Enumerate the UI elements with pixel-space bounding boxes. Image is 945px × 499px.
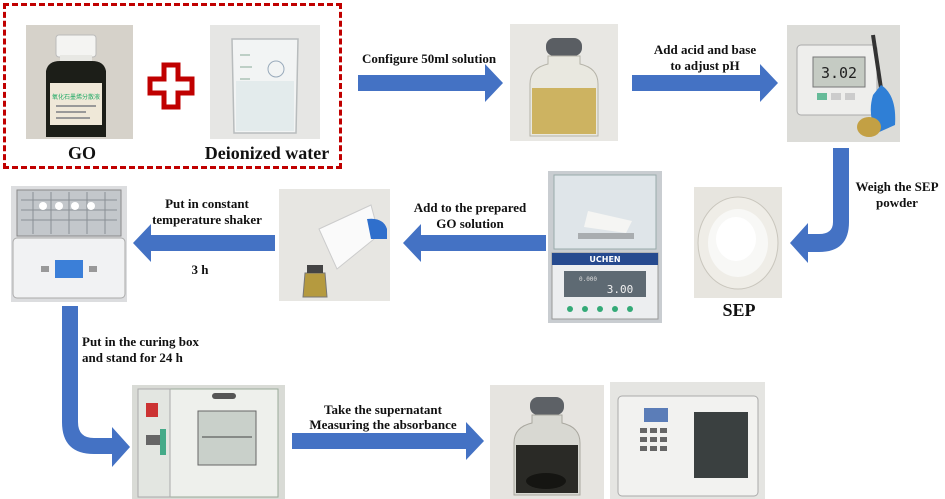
adding-sep-photo: [279, 189, 390, 301]
balance-top-readout: 0.000: [579, 276, 597, 283]
balance-photo: UCHEN 0.000 3.00: [548, 171, 662, 323]
arrow-curing: [62, 306, 130, 467]
balance-brand: UCHEN: [589, 255, 620, 264]
configure-label: Configure 50ml solution: [361, 51, 497, 66]
add-go-label-1: Add to the prepared: [413, 200, 527, 215]
materials-dashed-box: [3, 3, 342, 169]
water-beaker-photo: [210, 25, 320, 139]
sep-powder-photo: [694, 187, 782, 298]
curing-label-2: and stand for 24 h: [82, 350, 183, 365]
go-bottle-photo: 氧化石墨烯分散液: [26, 25, 133, 139]
arrow-shaker: [133, 224, 275, 262]
plus-icon: [147, 62, 195, 115]
shaker-photo: [11, 186, 127, 302]
weigh-label-1: Weigh the SEP: [855, 179, 939, 194]
arrow-weigh-sep: [790, 148, 849, 263]
sep-label: SEP: [722, 300, 756, 320]
go-bottle-label-text: 氧化石墨烯分散液: [52, 93, 100, 101]
curing-label-1: Put in the curing box: [82, 334, 200, 349]
water-label: Deionized water: [204, 143, 330, 163]
ph-meter-photo: 3.02: [787, 25, 900, 142]
curing-oven-photo: [132, 385, 285, 499]
arrow-adjust-ph: [632, 64, 778, 102]
acid-base-label-2: to adjust pH: [670, 58, 740, 73]
weigh-label-2: powder: [876, 195, 918, 210]
acid-base-label-1: Add acid and base: [653, 42, 757, 57]
go-label: GO: [67, 143, 96, 163]
shaker-time-label: 3 h: [191, 262, 209, 277]
supernatant-label-1: Take the supernatant: [324, 402, 442, 417]
supernatant-label-2: Measuring the absorbance: [309, 417, 457, 432]
solution-bottle-photo: [510, 24, 618, 141]
arrow-supernatant: [292, 422, 484, 460]
supernatant-bottle-photo: [490, 385, 604, 499]
arrow-configure: [358, 64, 503, 102]
shaker-label-1: Put in constant: [165, 196, 249, 211]
balance-reading: 3.00: [607, 283, 634, 296]
spectrophotometer-photo: [610, 382, 765, 499]
arrow-add-go: [403, 224, 546, 262]
shaker-label-2: temperature shaker: [152, 212, 262, 227]
ph-reading: 3.02: [821, 64, 857, 82]
add-go-label-2: GO solution: [436, 216, 504, 231]
